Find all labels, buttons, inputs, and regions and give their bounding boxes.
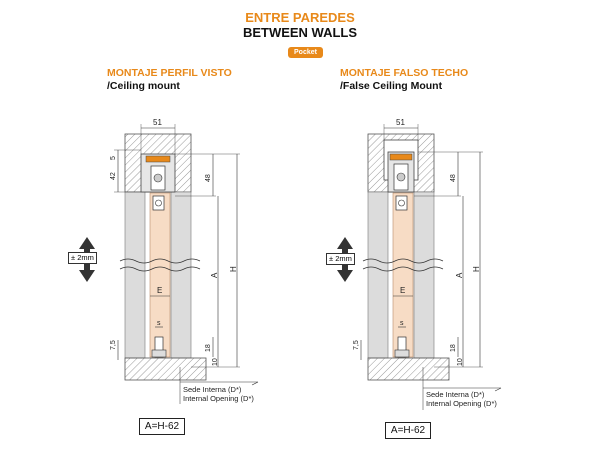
right-dim-width: 51 (396, 118, 405, 127)
right-break-line-2 (362, 266, 444, 272)
left-break-line (119, 258, 201, 264)
right-dim-48: 48 (450, 174, 457, 182)
right-break-line (362, 258, 444, 264)
right-wall-right (413, 191, 435, 359)
title-spanish: ENTRE PAREDES (245, 10, 355, 25)
right-wall-left (367, 191, 389, 359)
right-opening-es: Sede Interna (D*) (426, 390, 485, 399)
title-english: BETWEEN WALLS (242, 25, 358, 40)
left-dim-7-5: 7,5 (110, 340, 117, 350)
left-dim-E: E (157, 286, 162, 295)
left-tolerance-label: ± 2mm (68, 252, 97, 264)
left-opening-arrow-right (251, 381, 259, 386)
left-break-line-2 (119, 266, 201, 272)
left-dim-H: H (229, 266, 238, 272)
left-trolley-wheel (153, 173, 163, 183)
left-door-panel (149, 192, 171, 358)
right-dim-H: H (472, 266, 481, 272)
left-floor-block (124, 357, 207, 381)
right-floor-guide-base (394, 349, 410, 358)
right-rail-cap (389, 153, 413, 161)
left-opening-es: Sede Interna (D*) (183, 385, 242, 394)
left-dim-s: s (157, 320, 161, 327)
left-dim-width: 51 (153, 118, 162, 127)
right-floor-block (367, 357, 450, 381)
right-title-spanish: MONTAJE FALSO TECHO (340, 67, 469, 79)
left-dim-48: 48 (205, 174, 212, 182)
left-bracket-screw (155, 199, 162, 207)
left-floor-guide-base (151, 349, 167, 358)
right-dim-E: E (400, 286, 405, 295)
left-dim-18: 18 (205, 344, 212, 352)
right-title-english: /False Ceiling Mount (340, 80, 443, 92)
right-trolley-wheel (396, 172, 406, 182)
left-dim-A: A (210, 272, 219, 278)
right-dim-s: s (400, 320, 404, 327)
left-formula-box: A=H-62 (139, 418, 185, 435)
right-formula-box: A=H-62 (385, 422, 431, 439)
left-rail-cap (145, 155, 171, 163)
left-opening-en: Internal Opening (D*) (183, 394, 254, 403)
left-wall-right (170, 191, 192, 359)
left-dim-10: 10 (212, 358, 219, 366)
right-dim-A: A (455, 272, 464, 278)
right-opening-arrow-right (494, 387, 502, 392)
left-title-english: /Ceiling mount (107, 80, 180, 92)
left-dim-top-small: 5 (110, 156, 117, 160)
right-door-panel (392, 192, 414, 358)
right-dim-7-5: 7,5 (353, 340, 360, 350)
left-title-spanish: MONTAJE PERFIL VISTO (107, 67, 232, 79)
right-opening-en: Internal Opening (D*) (426, 399, 497, 408)
right-dim-18: 18 (450, 344, 457, 352)
right-dim-10: 10 (457, 358, 464, 366)
right-tolerance-label: ± 2mm (326, 253, 355, 265)
right-bracket-screw (398, 199, 405, 207)
pocket-badge: Pocket (288, 47, 323, 58)
left-dim-top: 42 (110, 172, 117, 180)
left-section-drawing: 51 5 42 48 A H E s 7,5 18 10 Sede Intern… (79, 118, 259, 404)
right-section-drawing: 51 48 A H E s 7,5 18 10 Sede Interna (D*… (337, 118, 502, 410)
left-wall-left (124, 191, 146, 359)
